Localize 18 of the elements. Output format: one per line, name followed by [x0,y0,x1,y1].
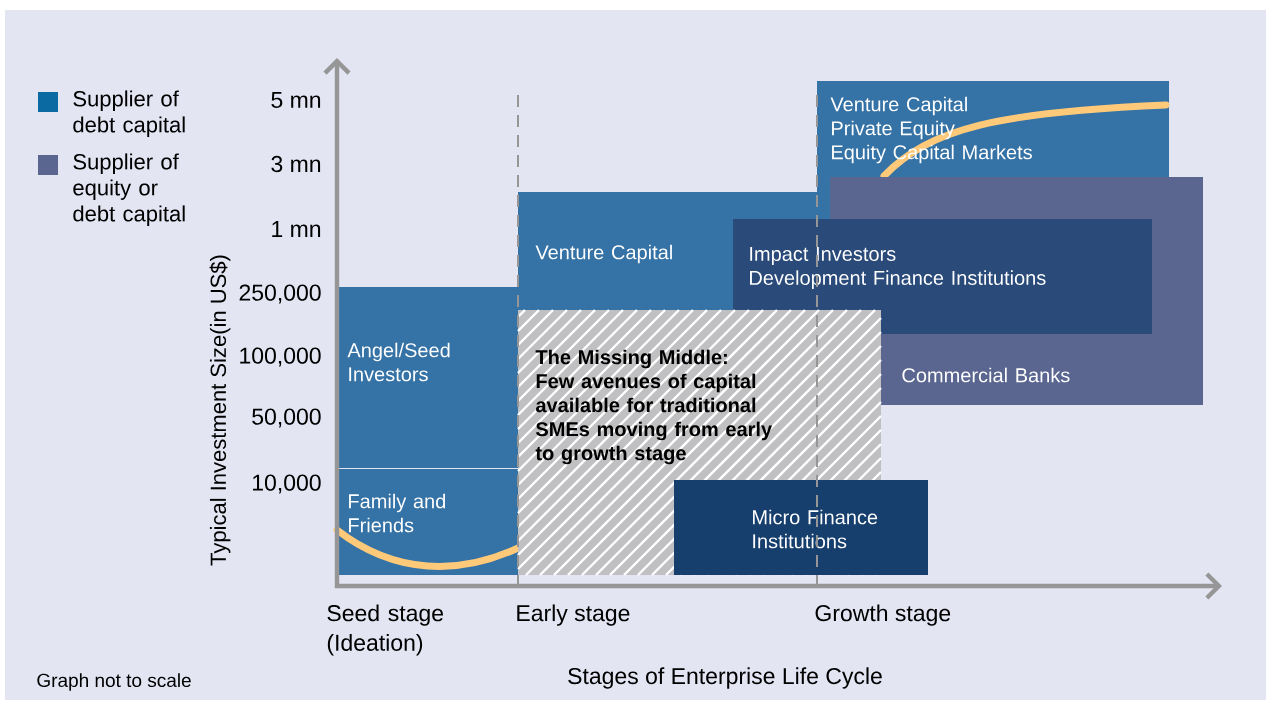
axis-title: Stages of Enterprise Life Cycle [568,667,882,689]
node-label: Family and Friends [349,493,446,533]
tick-label: 1 mn [272,221,321,237]
stage-label: Growth stage [815,604,951,626]
axis-title: Typical Investment Size(in US$) [209,255,231,566]
tick-label: 10,000 [253,474,321,494]
tick-label: 50,000 [252,408,321,428]
tick-label: 5 mn [271,92,321,108]
node-label: Angel/Seed Investors [347,342,450,382]
legend-label: Supplier of debt capital [73,90,185,137]
stage-label: Seed stage (Ideation) [327,604,443,656]
funding-box: Impact Investors Development Finance Institutions [733,219,1152,334]
funding-box: Micro Finance Institutions [674,480,928,575]
tick-label: 3 mn [271,155,321,173]
stage-label: Early stage [517,604,630,626]
note: Graph not to scale [37,673,191,691]
legend-label: Supplier of equity or debt capital [73,153,185,226]
funding-box: Angel/Seed Investors [337,287,518,468]
